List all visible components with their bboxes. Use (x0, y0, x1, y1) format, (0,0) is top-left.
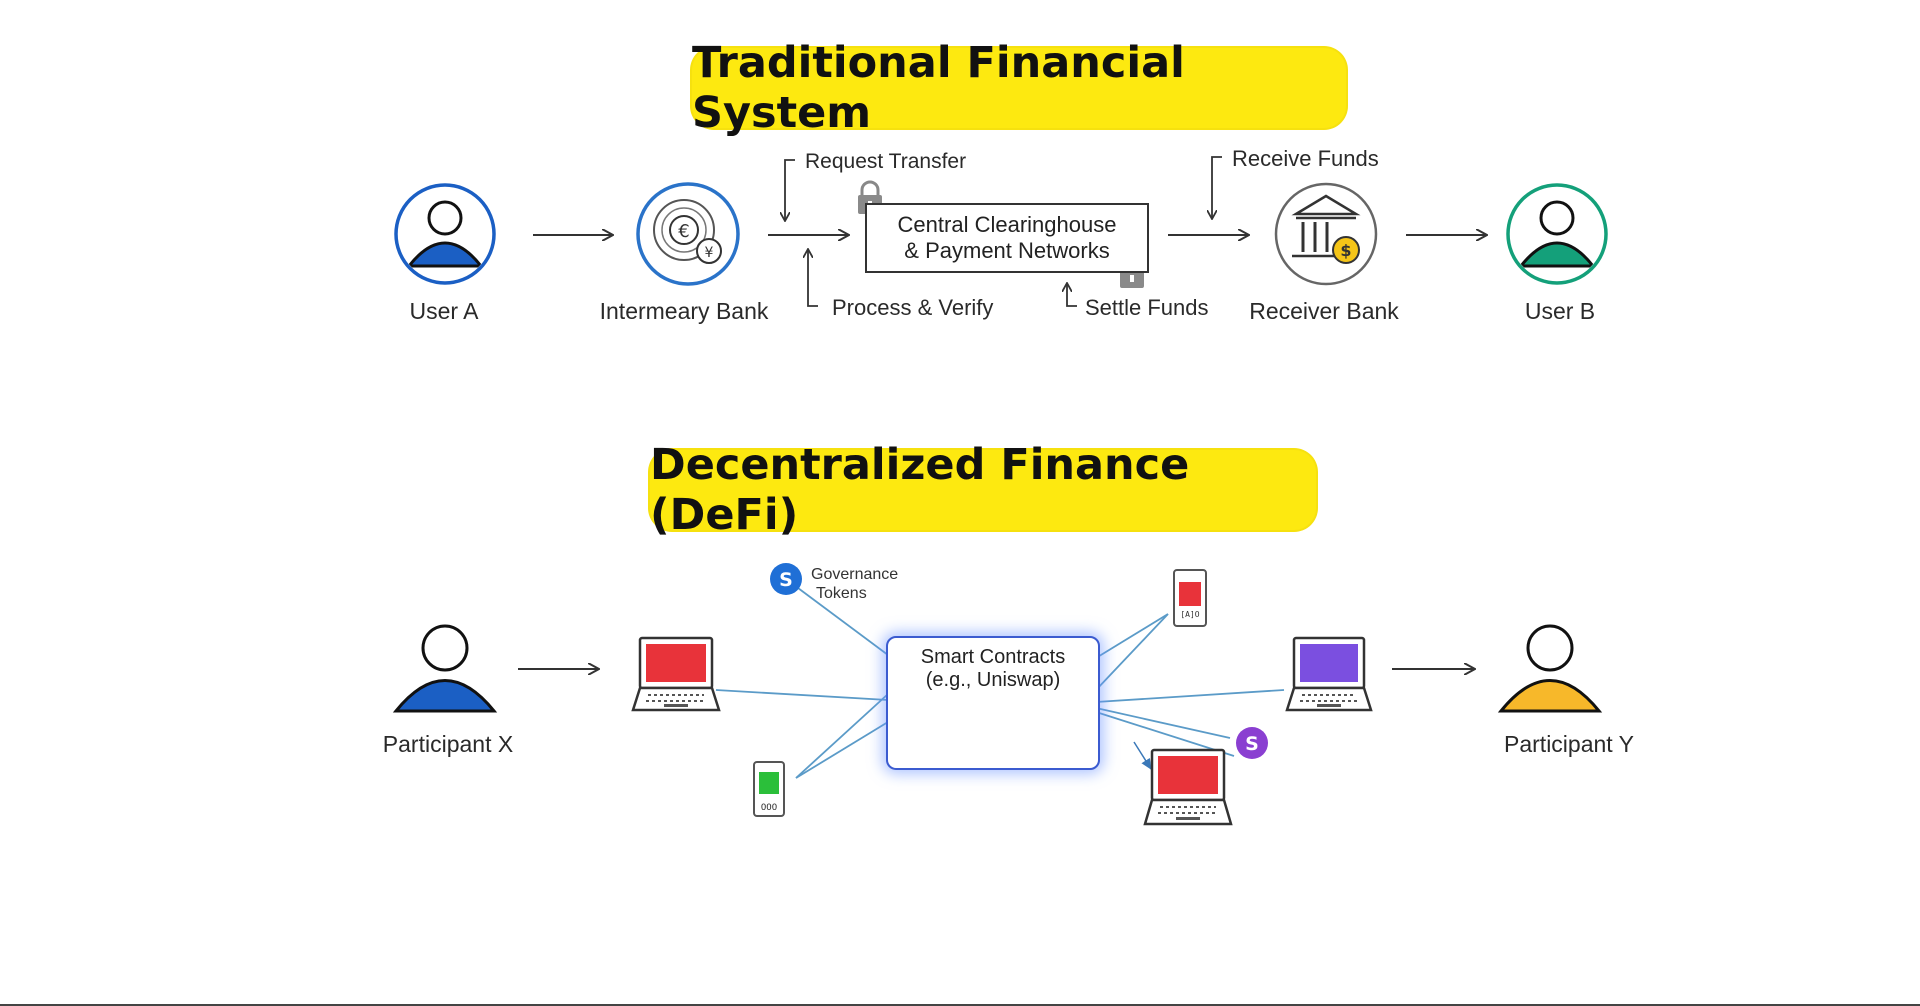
participant-x-label: Participant X (382, 731, 514, 757)
network-links (715, 587, 1285, 779)
clearinghouse-line1: Central Clearinghouse (897, 212, 1117, 237)
clearinghouse-box: Central Clearinghouse & Payment Networks (865, 203, 1149, 273)
receive-funds-arrow (1212, 156, 1222, 218)
user-a-label: User A (409, 298, 479, 324)
bottom-divider (0, 1004, 1920, 1006)
participant-y-icon (1497, 624, 1603, 713)
settle-funds-arrow (1067, 284, 1077, 307)
receive-funds-label: Receive Funds (1232, 146, 1379, 171)
request-transfer-label: Request Transfer (805, 150, 967, 173)
request-transfer-arrow (785, 159, 795, 220)
governance-tokens-label: Governance Tokens (811, 565, 898, 603)
phone-bottom-screen-text: OOO (761, 803, 777, 813)
user-b-icon (1506, 183, 1608, 285)
process-verify-arrow (808, 250, 818, 307)
smart-contracts-box: Smart Contracts (e.g., Uniswap) (886, 636, 1100, 770)
smart-contracts-line2: (e.g., Uniswap) (925, 669, 1061, 691)
user-a-icon (394, 183, 496, 285)
defi-title: Decentralized Finance (DeFi) (650, 440, 1316, 540)
svg-text:S: S (779, 569, 793, 591)
laptop-icon (631, 636, 721, 712)
receiver-bank-label: Receiver Bank (1249, 298, 1399, 324)
svg-text:S: S (1245, 733, 1259, 755)
process-verify-label: Process & Verify (832, 295, 994, 320)
participant-y-label: Participant Y (1504, 731, 1634, 757)
phone-top-screen-text: [A]O (1180, 610, 1199, 619)
intermediary-bank-icon: € ¥ (636, 182, 740, 286)
intermediary-bank-label: Intermeary Bank (599, 298, 769, 324)
governance-line1: Governance (811, 566, 899, 583)
svg-text:$: $ (1340, 241, 1351, 260)
laptop-icon (1285, 636, 1373, 712)
svg-text:€: € (678, 221, 689, 242)
user-b-label: User B (1524, 298, 1596, 324)
clearinghouse-line2: & Payment Networks (904, 238, 1110, 263)
receiver-bank-icon: $ (1274, 182, 1378, 286)
laptop-icon (1143, 748, 1233, 826)
arrow-link (1133, 741, 1152, 770)
settle-funds-label: Settle Funds (1085, 295, 1209, 320)
governance-line2: Tokens (816, 585, 867, 602)
smart-contracts-line1: Smart Contracts (920, 646, 1066, 668)
phone-icon: [A]O (1173, 569, 1207, 627)
token-icon: S (770, 563, 802, 595)
token-icon: S (1236, 727, 1268, 759)
participant-x-icon (392, 624, 498, 713)
svg-text:¥: ¥ (705, 245, 714, 261)
phone-icon: OOO (753, 761, 785, 817)
